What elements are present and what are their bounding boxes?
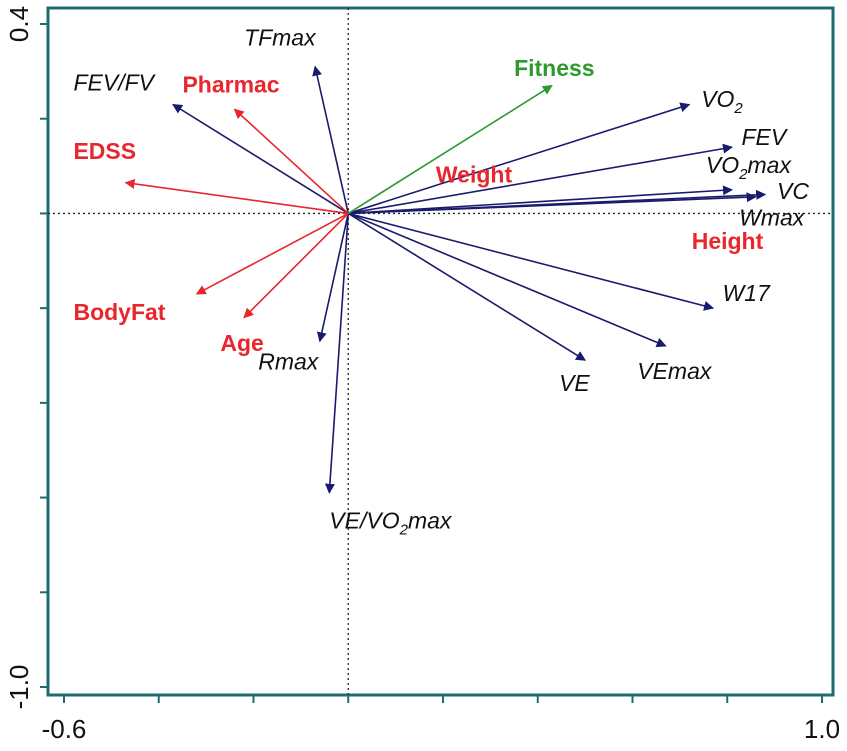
label-ve-vo2max: VE/VO2max — [329, 507, 453, 538]
label-w17: W17 — [723, 280, 772, 306]
arrow-fev-fv — [172, 103, 349, 215]
arrow-edss — [124, 178, 349, 215]
arrow-pharmac — [233, 108, 349, 215]
label-fev: FEV — [741, 124, 788, 150]
label-vo2max: VO2max — [706, 152, 793, 183]
arrows — [124, 65, 767, 494]
label-weight: Weight — [436, 162, 513, 188]
label-ve: VE — [559, 370, 590, 396]
label-vc: VC — [777, 178, 809, 204]
label-age: Age — [220, 330, 263, 356]
label-vemax: VEmax — [637, 358, 713, 384]
arrow-vo2 — [348, 102, 691, 215]
y-tick-label: 0.4 — [4, 6, 34, 42]
x-tick-label: 1.0 — [804, 714, 840, 744]
arrow-vo2max — [348, 185, 733, 215]
label-tfmax: TFmax — [244, 24, 317, 50]
label-vo2: VO2 — [701, 86, 743, 117]
arrow-w17 — [348, 212, 715, 311]
x-tick-label: -0.6 — [42, 714, 87, 744]
label-fev-fv: FEV/FV — [73, 69, 156, 95]
arrow-age — [243, 212, 349, 319]
label-edss: EDSS — [73, 138, 136, 164]
plot-frame — [46, 6, 835, 697]
tick-marks — [40, 23, 823, 703]
arrow-tfmax — [312, 65, 350, 214]
arrow-bodyfat — [195, 212, 349, 295]
label-pharmac: Pharmac — [182, 72, 279, 98]
label-fitness: Fitness — [514, 55, 595, 81]
arrow-rmax — [316, 213, 350, 343]
arrow-ve — [347, 212, 586, 361]
y-tick-label: -1.0 — [4, 665, 34, 710]
arrow-wmax — [348, 192, 757, 215]
label-wmax: Wmax — [739, 204, 806, 230]
arrow-ve-vo2max — [324, 213, 350, 494]
label-height: Height — [692, 228, 764, 254]
label-bodyfat: BodyFat — [73, 299, 165, 325]
arrow-fitness — [347, 84, 553, 215]
reference-lines — [48, 8, 833, 695]
label-rmax: Rmax — [258, 349, 320, 375]
tick-labels: -0.6 1.0 0.4 -1.0 — [4, 6, 840, 744]
arrow-vemax — [347, 212, 667, 348]
arrow-fev — [348, 143, 733, 215]
